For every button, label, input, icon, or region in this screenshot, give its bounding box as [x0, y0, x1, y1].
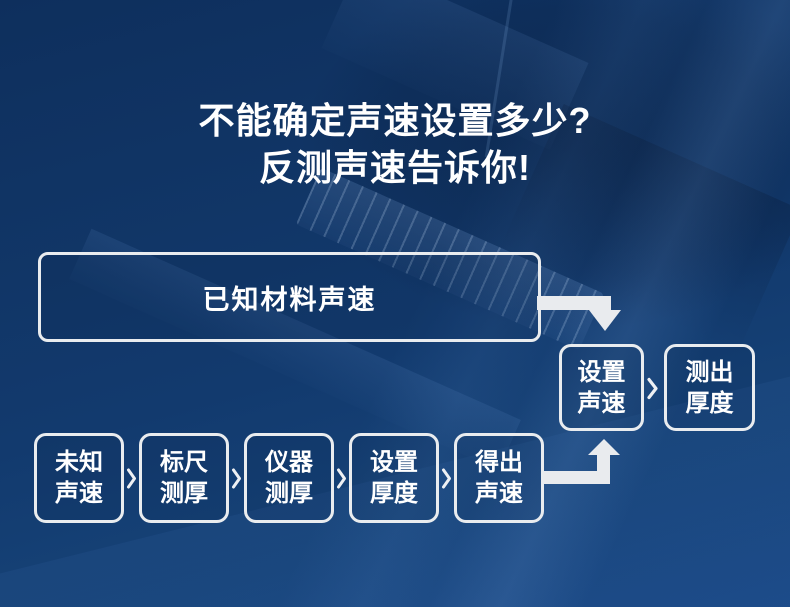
flow-box-derived-velocity: 得出 声速 [454, 433, 544, 523]
flow-box-label: 声速 [475, 480, 523, 507]
chevron-right-icon [334, 467, 349, 490]
known-velocity-box: 已知材料声速 [38, 252, 541, 342]
flow-box-set-velocity: 设置 声速 [559, 344, 644, 431]
arrow-up-shaft [597, 453, 610, 478]
flow-box-label: 厚度 [685, 389, 734, 417]
flow-box-label: 设置 [577, 358, 626, 386]
flow-box-label: 厚度 [370, 480, 418, 507]
flow-box-label: 声速 [577, 389, 626, 417]
flow-box-label: 未知 [55, 449, 103, 476]
arrow-up-head-icon [588, 439, 620, 455]
flow-box-label: 测厚 [265, 480, 313, 507]
flow-box-unknown-velocity: 未知 声速 [34, 433, 124, 523]
flow-box-label: 声速 [55, 480, 103, 507]
flow-box-measured-thickness: 测出 厚度 [664, 344, 755, 431]
flow-box-label: 设置 [370, 449, 418, 476]
flow-box-label: 标尺 [160, 449, 208, 476]
flow-box-instrument-thickness: 仪器 测厚 [244, 433, 334, 523]
flow-box-label: 仪器 [265, 449, 313, 476]
chevron-right-icon [124, 467, 139, 490]
known-velocity-label: 已知材料声速 [202, 284, 377, 315]
arrow-down-icon [537, 296, 611, 310]
arrow-up-icon [541, 471, 610, 484]
chevron-right-icon [439, 467, 454, 490]
flow-box-set-thickness: 设置 厚度 [349, 433, 439, 523]
flow-box-label: 测出 [685, 358, 734, 386]
flow-box-label: 测厚 [160, 480, 208, 507]
page-title: 不能确定声速设置多少? 反测声速告诉你! [0, 97, 790, 191]
chevron-right-icon [646, 376, 659, 401]
title-line-1: 不能确定声速设置多少? [198, 100, 592, 141]
bottom-flow-row: 未知 声速 标尺 测厚 仪器 测厚 设置 厚度 得出 声速 [34, 433, 544, 523]
arrow-down-head-icon [589, 310, 621, 331]
title-line-2: 反测声速告诉你! [259, 147, 531, 188]
chevron-right-icon [229, 467, 244, 490]
flow-box-ruler-thickness: 标尺 测厚 [139, 433, 229, 523]
flow-box-label: 得出 [475, 449, 523, 476]
